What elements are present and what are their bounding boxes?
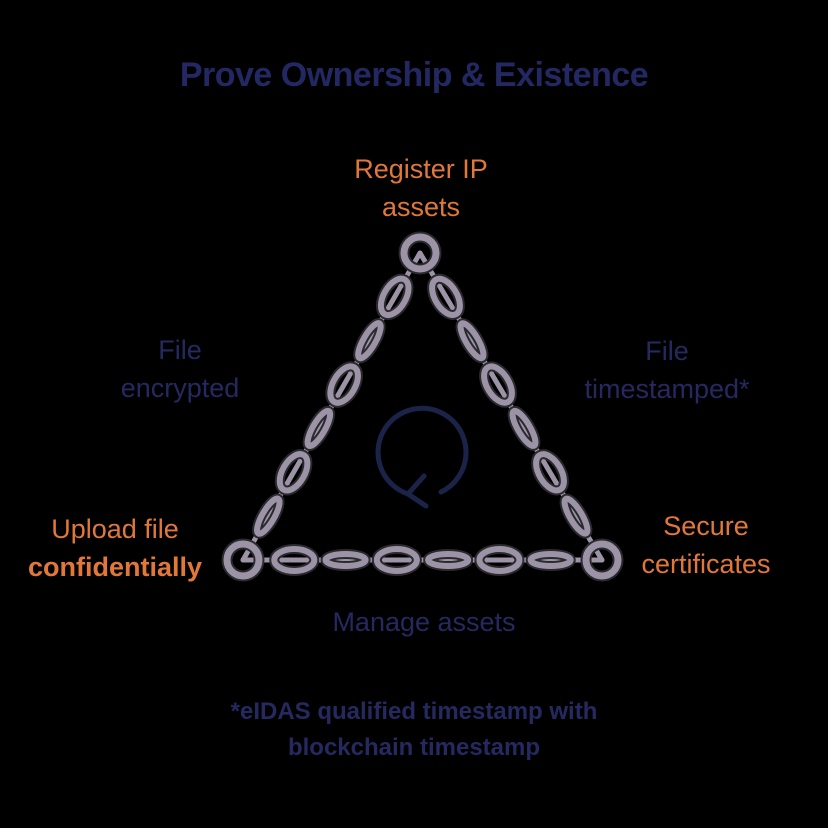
chain-link-icon [327,363,361,406]
chain-link-icon [322,551,369,569]
chain-links [221,231,624,582]
node-upload-file: Upload file confidentially [10,510,220,586]
node-secure-certificates-line1: Secure [663,511,749,541]
chain-link-icon [254,495,283,537]
node-register-ip-line1: Register IP [354,154,488,184]
chain-link-icon [457,320,487,362]
node-secure-certificates: Secure certificates [620,507,792,583]
node-upload-file-line1: Upload file [51,514,179,544]
chain-link-icon [425,551,472,569]
left-ring [223,540,263,580]
edge-file-encrypted-line1: File [158,335,202,365]
chain-link-icon [481,363,515,406]
cycle-arrow-icon [375,405,469,509]
footnote-line2: blockchain timestamp [287,734,541,761]
page-title: Prove Ownership & Existence [179,56,649,94]
left-chain-rod [240,250,423,563]
node-register-ip: Register IP assets [321,150,521,226]
node-upload-file-line2: confidentially [27,552,203,582]
chain-link-icon [355,320,384,362]
edge-file-timestamped: File timestamped* [562,332,772,408]
chain-link-icon [276,451,311,494]
node-register-ip-line2: assets [381,192,461,222]
edge-manage-assets: Manage assets [332,607,516,637]
edge-file-encrypted: File encrypted [90,331,270,407]
chain-link-icon [509,407,539,449]
node-secure-certificates-line2: certificates [641,549,771,579]
right-chain-rod [417,250,605,563]
chain-link-icon [476,546,523,574]
footnote-line1: *eIDAS qualified timestamp with [230,698,598,725]
chain-link-icon [271,546,318,574]
chain-link-icon [527,551,574,569]
chain-link-icon [533,451,567,494]
top-ring [400,233,440,273]
right-ring [582,540,622,580]
edge-file-timestamped-line1: File [645,336,689,366]
chain-link-icon [304,407,334,450]
chain-link-icon [377,275,412,319]
chain-link-icon [561,495,591,537]
footnote: *eIDAS qualified timestamp with blockcha… [0,694,828,766]
edge-file-encrypted-line2: encrypted [120,373,240,403]
edge-file-timestamped-line2: timestamped* [584,374,750,404]
chain-link-icon [373,546,420,574]
chain-link-icon [429,275,463,318]
